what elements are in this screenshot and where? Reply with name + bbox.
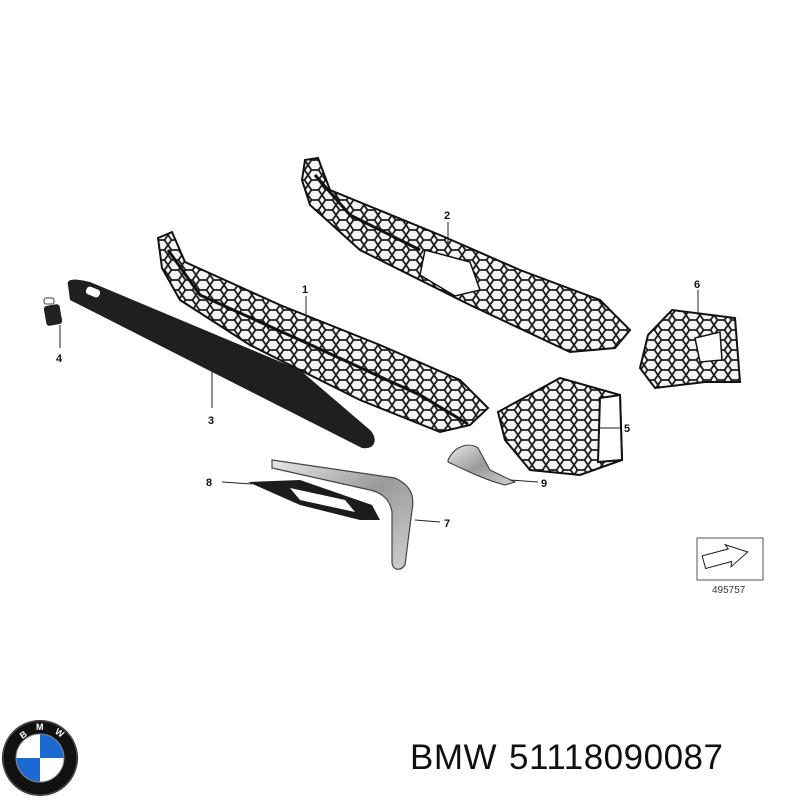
part-caption: BMW 51118090087 <box>410 738 735 778</box>
reference-number: 495757 <box>712 585 746 596</box>
callout-4: 4 <box>56 353 63 365</box>
leader-lines <box>59 222 699 523</box>
callout-9: 9 <box>541 478 547 490</box>
svg-text:M: M <box>36 722 44 732</box>
callout-2: 2 <box>444 210 450 222</box>
part-number: 51118090087 <box>509 738 724 777</box>
bmw-logo: B M W <box>2 720 78 796</box>
trim-strip-part <box>67 279 375 449</box>
callout-labels: 1 2 3 4 5 6 7 8 9 <box>56 210 700 530</box>
trim-frame-part <box>248 480 380 520</box>
callout-1: 1 <box>302 284 308 296</box>
fog-grille-part <box>496 376 624 477</box>
callout-7: 7 <box>444 518 450 530</box>
svg-text:B: B <box>18 729 29 741</box>
callout-6: 6 <box>694 279 700 291</box>
grille-main-part <box>156 230 490 434</box>
bracket-part <box>638 308 742 390</box>
grille-upper-part <box>300 156 632 354</box>
small-trim-part <box>447 444 517 486</box>
chrome-trim-part <box>271 459 414 570</box>
cap-part <box>43 297 63 326</box>
brand-name: BMW <box>410 738 498 777</box>
callout-3: 3 <box>208 415 214 427</box>
callout-5: 5 <box>624 423 630 435</box>
callout-8: 8 <box>206 477 212 489</box>
reference-box: 495757 <box>696 537 764 596</box>
